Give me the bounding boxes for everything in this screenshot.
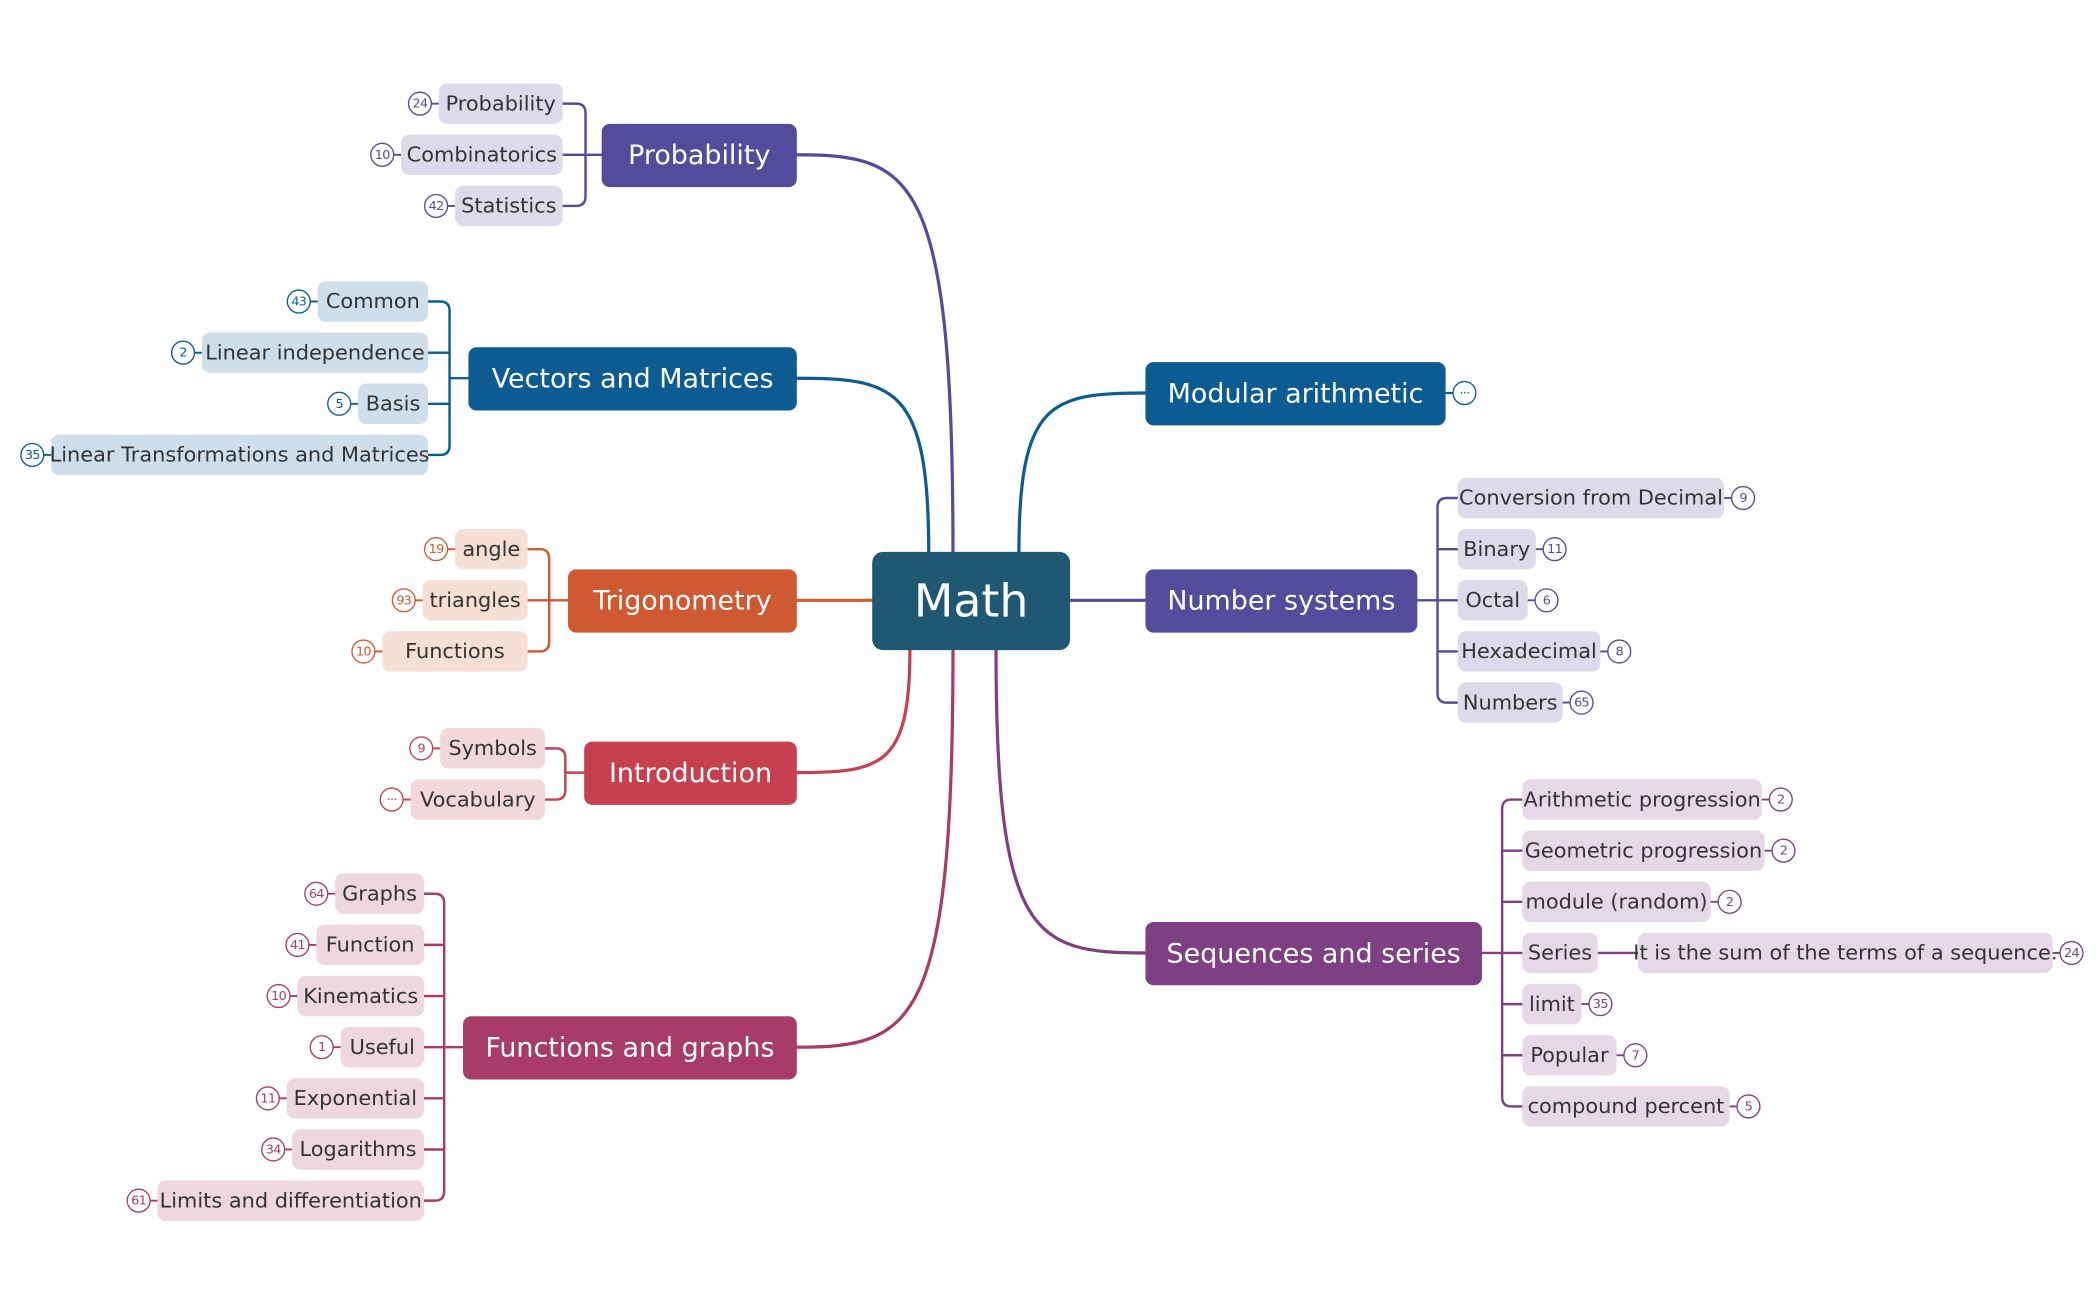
topic-count-badge[interactable]: 42: [423, 193, 449, 219]
topic-count-badge[interactable]: 5: [1736, 1094, 1761, 1119]
branch-introduction[interactable]: Introduction: [584, 740, 797, 805]
topic-count-badge[interactable]: 41: [285, 932, 310, 958]
subtopic-trigonometry[interactable]: Functions: [382, 631, 528, 672]
modular-arithmetic-collapsed-badge[interactable]: ···: [1452, 380, 1477, 406]
subtopic-note[interactable]: It is the sum of the terms of a sequence…: [1633, 932, 2057, 974]
central-topic-math[interactable]: Math: [872, 551, 1071, 651]
subtopic-functions-and-graphs[interactable]: Function: [316, 924, 424, 966]
subtopic-vectors-and-matrices[interactable]: Basis: [358, 383, 429, 424]
topic-count-badge[interactable]: 2: [1768, 787, 1793, 812]
subtopic-functions-and-graphs[interactable]: Logarithms: [292, 1129, 424, 1170]
topic-count-badge[interactable]: 6: [1534, 588, 1559, 613]
topic-count-badge[interactable]: 65: [1569, 690, 1594, 715]
subtopic-introduction[interactable]: Vocabulary: [410, 779, 546, 820]
subtopic-probability[interactable]: Combinatorics: [401, 134, 563, 175]
subtopic-sequences-and-series[interactable]: module (random): [1522, 881, 1711, 923]
bracket-trigonometry: [526, 547, 551, 653]
subtopic-trigonometry[interactable]: triangles: [422, 580, 528, 621]
topic-count-badge[interactable]: 10: [370, 142, 395, 167]
branch-trigonometry[interactable]: Trigonometry: [568, 568, 797, 632]
link-probability: [795, 153, 955, 555]
topic-count-badge[interactable]: 35: [20, 442, 45, 468]
subtopic-functions-and-graphs[interactable]: Exponential: [286, 1078, 424, 1119]
link-functions-and-graphs: [795, 648, 955, 1049]
subtopic-functions-and-graphs[interactable]: Useful: [340, 1026, 424, 1068]
subtopic-functions-and-graphs[interactable]: Kinematics: [297, 975, 424, 1017]
topic-count-badge[interactable]: 61: [126, 1188, 151, 1213]
bracket-vectors-and-matrices: [426, 300, 451, 457]
topic-count-badge[interactable]: 7: [1623, 1043, 1648, 1068]
topic-count-badge[interactable]: 5: [327, 391, 352, 416]
topic-count-badge[interactable]: 11: [255, 1086, 280, 1111]
topic-count-badge[interactable]: 64: [304, 881, 329, 906]
topic-count-badge[interactable]: 11: [1542, 537, 1567, 562]
subtopic-number-systems[interactable]: Binary: [1457, 528, 1536, 570]
branch-functions-and-graphs[interactable]: Functions and graphs: [463, 1015, 797, 1079]
topic-count-badge[interactable]: 24: [407, 91, 433, 116]
topic-count-badge[interactable]: 93: [391, 588, 416, 613]
topic-count-badge[interactable]: 19: [423, 537, 449, 562]
topic-count-badge[interactable]: 34: [261, 1137, 286, 1162]
bracket-introduction: [543, 747, 567, 801]
link-introduction: [795, 648, 912, 775]
subtopic-number-systems[interactable]: Octal: [1457, 580, 1528, 621]
bracket-sequences-and-series: [1500, 798, 1524, 1108]
link-modular-arithmetic: [1017, 391, 1148, 555]
subtopic-vectors-and-matrices[interactable]: Linear independence: [201, 332, 429, 373]
subtopic-probability[interactable]: Probability: [438, 83, 563, 124]
topic-count-badge[interactable]: 9: [409, 736, 434, 761]
subtopic-sequences-and-series[interactable]: limit: [1522, 983, 1582, 1025]
subtopic-number-systems[interactable]: Conversion from Decimal: [1457, 477, 1725, 519]
subtopic-sequences-and-series[interactable]: compound percent: [1522, 1086, 1730, 1127]
topic-count-badge[interactable]: 2: [170, 340, 196, 365]
topic-count-badge[interactable]: 2: [1717, 889, 1742, 914]
subtopic-sequences-and-series[interactable]: Geometric progression: [1522, 830, 1765, 871]
bracket-probability: [561, 102, 587, 208]
branch-modular-arithmetic[interactable]: Modular arithmetic: [1145, 361, 1446, 425]
topic-count-badge[interactable]: 2: [1771, 838, 1796, 863]
subtopic-trigonometry[interactable]: angle: [454, 528, 528, 570]
branch-sequences-and-series[interactable]: Sequences and series: [1145, 921, 1482, 985]
subtopic-number-systems[interactable]: Hexadecimal: [1457, 631, 1601, 672]
topic-count-badge[interactable]: 9: [1730, 485, 1756, 511]
topic-count-badge[interactable]: 24: [2059, 940, 2084, 966]
bracket-number-systems: [1436, 496, 1459, 704]
subtopic-probability[interactable]: Statistics: [454, 185, 563, 227]
topic-count-badge[interactable]: 8: [1607, 639, 1632, 664]
topic-count-badge[interactable]: 43: [286, 289, 311, 314]
branch-probability[interactable]: Probability: [601, 123, 797, 187]
topic-count-badge[interactable]: 35: [1588, 992, 1613, 1017]
link-sequences-and-series: [994, 648, 1148, 955]
subtopic-number-systems[interactable]: Numbers: [1457, 682, 1563, 723]
subtopic-sequences-and-series[interactable]: Series: [1522, 932, 1598, 974]
subtopic-vectors-and-matrices[interactable]: Common: [317, 281, 429, 322]
topic-count-badge[interactable]: ···: [379, 787, 404, 812]
topic-count-badge[interactable]: 10: [351, 639, 376, 664]
subtopic-functions-and-graphs[interactable]: Limits and differentiation: [157, 1180, 424, 1221]
subtopic-functions-and-graphs[interactable]: Graphs: [335, 873, 424, 914]
bracket-functions-and-graphs: [422, 892, 446, 1202]
link-vectors-and-matrices: [795, 376, 931, 555]
subtopic-sequences-and-series[interactable]: Arithmetic progression: [1522, 779, 1762, 820]
subtopic-vectors-and-matrices[interactable]: Linear Transformations and Matrices: [50, 434, 430, 476]
subtopic-introduction[interactable]: Symbols: [440, 728, 546, 769]
topic-count-badge[interactable]: 10: [266, 983, 291, 1009]
branch-number-systems[interactable]: Number systems: [1145, 568, 1418, 632]
topic-count-badge[interactable]: 1: [309, 1035, 334, 1060]
subtopic-sequences-and-series[interactable]: Popular: [1522, 1035, 1617, 1076]
branch-vectors-and-matrices[interactable]: Vectors and Matrices: [468, 346, 797, 410]
